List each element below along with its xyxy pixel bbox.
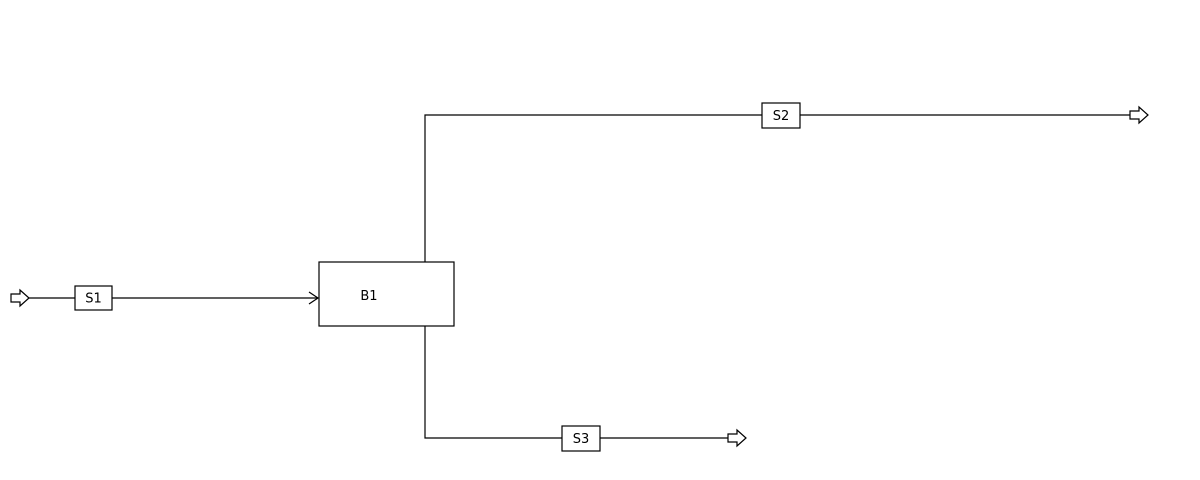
- stream-label-s2-text: S2: [773, 109, 790, 124]
- inlet-arrow-head-icon: [308, 291, 320, 305]
- stream-label-s1[interactable]: S1: [74, 285, 113, 311]
- stream-s1[interactable]: [29, 291, 320, 305]
- stream-label-s1-text: S1: [85, 292, 102, 307]
- stream-s2[interactable]: [424, 114, 1130, 262]
- block-b1-label: B1: [360, 289, 377, 304]
- block-b1[interactable]: B1: [318, 261, 455, 327]
- product-port-icon-s2[interactable]: [1129, 105, 1149, 125]
- stream-label-s2[interactable]: S2: [761, 102, 801, 129]
- stream-label-s3[interactable]: S3: [561, 425, 601, 452]
- feed-port-icon[interactable]: [10, 288, 30, 308]
- product-port-icon-s3[interactable]: [727, 428, 747, 448]
- stream-label-s3-text: S3: [573, 432, 590, 447]
- stream-s3[interactable]: [424, 326, 728, 439]
